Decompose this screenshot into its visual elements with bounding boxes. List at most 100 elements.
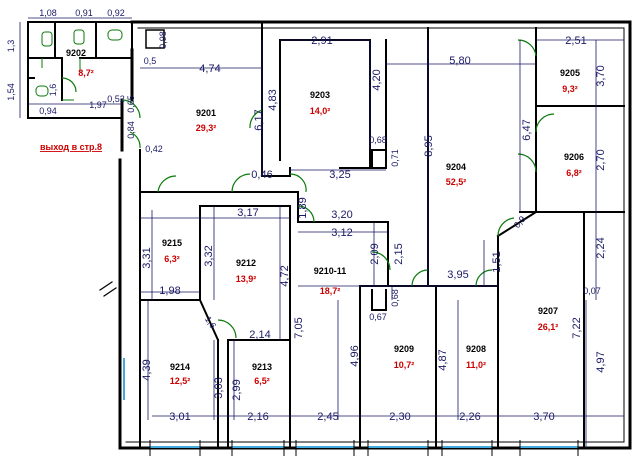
dimension-label: 7,22 xyxy=(571,317,583,338)
dimension-line xyxy=(19,17,624,448)
dimension-label: 2,26 xyxy=(459,411,480,423)
corridor-walls xyxy=(139,191,499,341)
room-id: 9209 xyxy=(394,344,414,354)
partition-lines xyxy=(41,58,81,101)
dimension-label: 7,05 xyxy=(293,317,305,338)
dimension-label: 0,07 xyxy=(583,286,601,296)
dimension-label: 0,91 xyxy=(75,8,93,18)
dimension-label: 0,9 xyxy=(512,214,528,230)
room-9207-corner-wall xyxy=(496,210,538,293)
dimension-label: 4,87 xyxy=(437,349,449,370)
dimension-label: 3,70 xyxy=(533,411,554,423)
dimension-label: 2,24 xyxy=(595,237,607,258)
walls xyxy=(27,20,632,450)
dimension-label: 3,17 xyxy=(237,207,258,219)
dimension-label: 0,46 xyxy=(251,169,272,181)
dimension-label: 0,84 xyxy=(126,121,136,139)
window-ticks xyxy=(149,440,579,456)
room-area: 8,7² xyxy=(78,68,94,78)
dimension-label: 2,91 xyxy=(311,35,332,47)
room-area: 14,0² xyxy=(310,106,331,116)
dimension-label: 4,83 xyxy=(267,89,279,110)
dimension-label: 6,17 xyxy=(253,109,265,130)
dimension-label: 4,39 xyxy=(141,359,153,380)
niche-walls xyxy=(145,29,165,49)
dimension-label: 2,15 xyxy=(393,243,405,264)
door-swing xyxy=(297,205,315,223)
outer-walls-inner-line xyxy=(125,27,625,443)
door-swing xyxy=(249,109,263,129)
door-swing xyxy=(475,269,493,287)
room-id: 9214 xyxy=(170,362,190,372)
dimension-label: 1,3 xyxy=(6,40,16,53)
room-id: 9213 xyxy=(252,362,272,372)
room-area: 26,1² xyxy=(538,322,559,332)
dimension-label: 1,97 xyxy=(89,100,107,110)
room-area: 10,7² xyxy=(394,360,415,370)
dimension-lines xyxy=(19,17,624,448)
door-swing xyxy=(517,39,537,57)
room-id: 9207 xyxy=(538,306,558,316)
dimension-label: 1,89 xyxy=(297,197,309,218)
door-swing xyxy=(121,99,141,119)
toilet-icon xyxy=(35,85,49,97)
room-9205-9206-walls xyxy=(519,27,625,213)
dimension-label: 3,01 xyxy=(169,411,190,423)
dimension-label: 1,08 xyxy=(39,8,57,18)
toilet-fixtures xyxy=(35,29,123,101)
dimension-label: 0,94 xyxy=(39,106,57,116)
dimension-label: 4,74 xyxy=(199,63,220,75)
room-area: 29,3² xyxy=(196,123,217,133)
room-id: 9208 xyxy=(466,344,486,354)
dimension-label: 0,68 xyxy=(390,289,400,307)
dimension-label: 3,31 xyxy=(141,247,153,268)
dimension-label: 2,16 xyxy=(247,411,268,423)
window-tick xyxy=(149,440,579,456)
door-swing xyxy=(61,77,77,93)
exit-note: выход в стр.8 xyxy=(40,142,102,152)
room-area: 12,5² xyxy=(170,376,191,386)
door-swing xyxy=(129,131,141,149)
room-labels: 9202 8,7² 9201 29,3² 9203 14,0² 9204 52,… xyxy=(66,48,584,386)
doors xyxy=(61,39,555,339)
dimension-label: 2,70 xyxy=(595,149,607,170)
dimension-label: 0,71 xyxy=(390,149,400,167)
dimension-label: 0,65 xyxy=(126,95,136,113)
room-area: 52,5² xyxy=(446,177,467,187)
dimension-label: 1,54 xyxy=(6,83,16,101)
dimension-label: 3,25 xyxy=(329,169,350,181)
door-swing xyxy=(157,175,177,193)
room-id: 9204 xyxy=(446,162,466,172)
room-area: 6,5² xyxy=(254,376,270,386)
dimension-label: 0,68 xyxy=(369,135,387,145)
toilet-icon xyxy=(41,31,53,47)
room-area: 6,3² xyxy=(164,254,180,264)
dimension-label: 4,72 xyxy=(279,265,291,286)
dimension-label: 3,20 xyxy=(331,209,352,221)
dimension-label: 1,98 xyxy=(159,285,180,297)
dimension-label: 2,14 xyxy=(249,329,270,341)
dimension-label: 4,97 xyxy=(595,351,607,372)
dimension-label: 3,03 xyxy=(213,377,225,398)
room-id: 9205 xyxy=(560,68,580,78)
dimension-label: 2,51 xyxy=(565,35,586,47)
door-swing xyxy=(411,269,429,287)
sink-icon xyxy=(107,29,123,41)
door-swing xyxy=(217,319,237,339)
room-id: 9202 xyxy=(66,48,86,58)
dimension-label: 2,30 xyxy=(389,411,410,423)
door-swing xyxy=(497,217,515,237)
dimension-labels: 1,08 0,91 0,92 1,3 1,54 1,6 0,94 1,97 0,… xyxy=(6,8,607,423)
toilet-icon xyxy=(73,29,85,45)
dimension-label: 1,6 xyxy=(48,84,58,97)
door-swing xyxy=(535,113,555,133)
dimension-label: 0,42 xyxy=(145,144,163,154)
room-id: 9210-11 xyxy=(314,266,347,276)
dimension-label: 5,80 xyxy=(449,55,470,67)
dimension-label: 3,70 xyxy=(595,65,607,86)
door-swing xyxy=(289,173,307,193)
dimension-label: 1,51 xyxy=(491,251,503,272)
room-id: 9201 xyxy=(196,108,216,118)
dimension-label: 6,47 xyxy=(521,119,533,140)
windows xyxy=(123,358,578,448)
